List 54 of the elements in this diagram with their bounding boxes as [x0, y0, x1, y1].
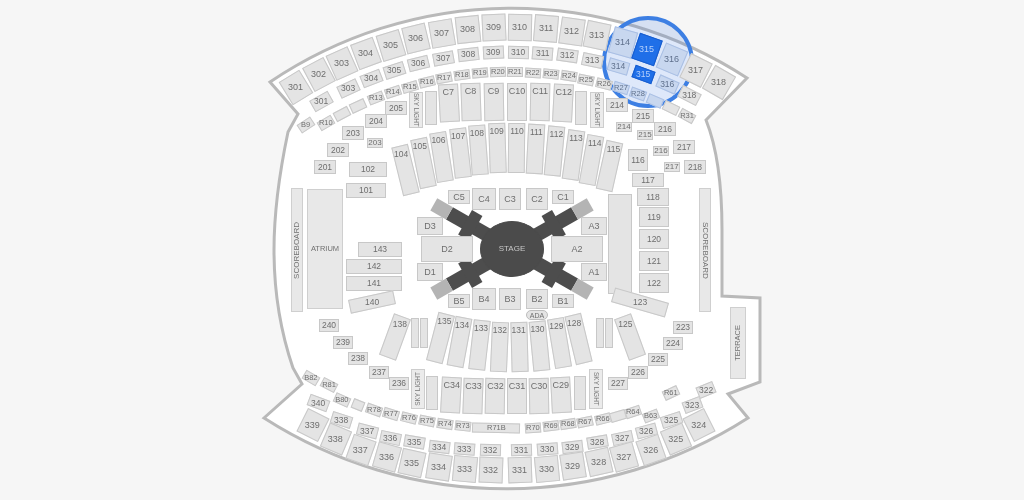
- seating-section: 217: [664, 162, 680, 172]
- seating-section: [574, 376, 586, 410]
- seating-section: 131: [510, 321, 529, 373]
- seating-section: C11: [529, 82, 551, 122]
- seating-section: C30: [528, 377, 550, 415]
- seating-section: 122: [639, 273, 669, 293]
- seating-section: 215: [632, 109, 654, 123]
- seating-section: 204: [365, 114, 387, 128]
- seating-section: 331: [507, 456, 533, 484]
- seating-section: 110: [507, 122, 526, 174]
- seating-section: C32: [484, 377, 506, 415]
- seating-section: 309: [481, 13, 507, 42]
- seating-section: [426, 376, 438, 410]
- seating-section: 109: [488, 123, 508, 174]
- seating-section: 215: [637, 130, 653, 140]
- seating-section: [608, 194, 632, 294]
- seating-section: 310: [507, 13, 532, 41]
- seating-section: 216: [654, 122, 676, 136]
- seating-section: [575, 91, 587, 125]
- seating-section: [596, 318, 604, 348]
- seating-section: 214: [616, 122, 632, 132]
- seating-section: 117: [632, 173, 664, 187]
- seating-section: [411, 318, 419, 348]
- seating-section: [420, 318, 428, 348]
- seating-section: C12: [552, 83, 574, 123]
- seating-section: 216: [653, 146, 669, 156]
- seating-section: C10: [507, 83, 527, 121]
- scoreboard: SCOREBOARD: [699, 188, 711, 312]
- seating-section: 120: [639, 229, 669, 249]
- seating-section: 111: [525, 123, 546, 175]
- seating-section: 205: [385, 101, 407, 115]
- seating-section: 119: [639, 207, 669, 227]
- seating-section: 203: [367, 138, 383, 148]
- seating-section: 202: [327, 143, 349, 157]
- seating-section: C7: [438, 83, 460, 123]
- seating-section: 218: [684, 160, 706, 174]
- seating-section: 217: [673, 140, 695, 154]
- seating-section: 203: [342, 126, 364, 140]
- seating-section: [425, 91, 437, 125]
- seating-section: [605, 318, 613, 348]
- seating-section: C9: [483, 82, 505, 122]
- seating-section: 201: [314, 160, 336, 174]
- seating-section: C29: [550, 376, 572, 414]
- seating-section: 118: [637, 188, 669, 206]
- seating-section: C33: [462, 377, 484, 415]
- seating-section: 121: [639, 251, 669, 271]
- seating-section: 332: [478, 456, 504, 484]
- seating-section: 116: [628, 149, 648, 171]
- seating-section: C34: [440, 376, 462, 414]
- seating-section: C8: [460, 82, 482, 122]
- seating-section: C31: [507, 378, 527, 414]
- scoreboard: SCOREBOARD: [291, 188, 303, 312]
- seating-section: 112: [543, 125, 566, 178]
- seating-section: 214: [606, 98, 628, 112]
